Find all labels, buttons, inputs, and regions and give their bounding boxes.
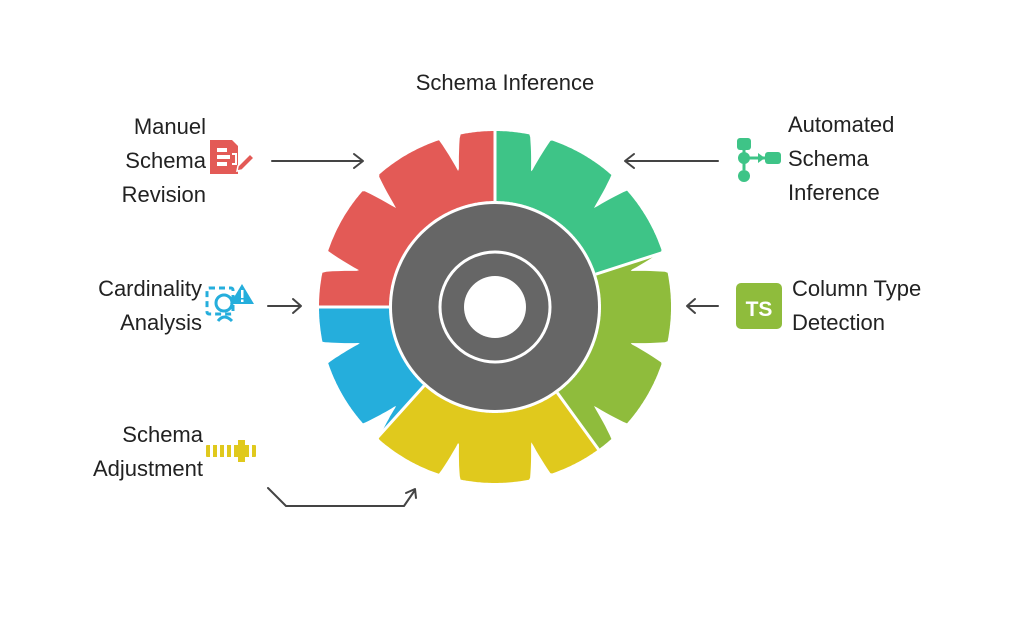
document-edit-icon xyxy=(210,140,256,174)
diagram-title: Schema Inference xyxy=(380,66,630,100)
gear-segment-green xyxy=(495,131,662,275)
arrow-column-type-to-gear xyxy=(686,298,719,314)
flowchart-icon xyxy=(737,138,781,182)
label-column-type-detection: Column Type Detection xyxy=(792,276,922,335)
gear-inner-ring xyxy=(438,250,552,364)
typescript-badge-icon: TS xyxy=(736,283,782,329)
label-automated-schema-inference: Automated Schema Inference xyxy=(788,112,895,205)
gear-separator xyxy=(595,250,665,276)
arrow-automated-to-gear xyxy=(624,153,719,169)
arrow-adjustment-to-gear xyxy=(267,487,417,507)
gear-segment-yellow xyxy=(378,385,599,483)
analysis-warning-icon xyxy=(205,284,254,323)
title-text: Schema Inference xyxy=(415,70,595,95)
gear-segment-lime xyxy=(557,254,671,450)
ruler-slider-icon xyxy=(206,440,256,462)
badge-text: TS xyxy=(746,298,773,321)
gear-separator xyxy=(556,391,601,452)
gear xyxy=(319,131,671,483)
arrow-manuel-to-gear xyxy=(271,153,364,169)
arrow-cardinality-to-gear xyxy=(267,298,302,314)
label-cardinality-analysis: Cardinality Analysis xyxy=(98,276,202,335)
gear-separators xyxy=(317,129,665,452)
gear-separator xyxy=(374,384,426,441)
label-schema-adjustment: Schema Adjustment xyxy=(92,422,203,481)
label-manuel-schema-revision: Manuel Schema Revision xyxy=(121,114,206,207)
gear-segment-red xyxy=(319,131,495,307)
gear-segment-blue xyxy=(319,307,425,434)
gear-hole xyxy=(464,276,526,338)
